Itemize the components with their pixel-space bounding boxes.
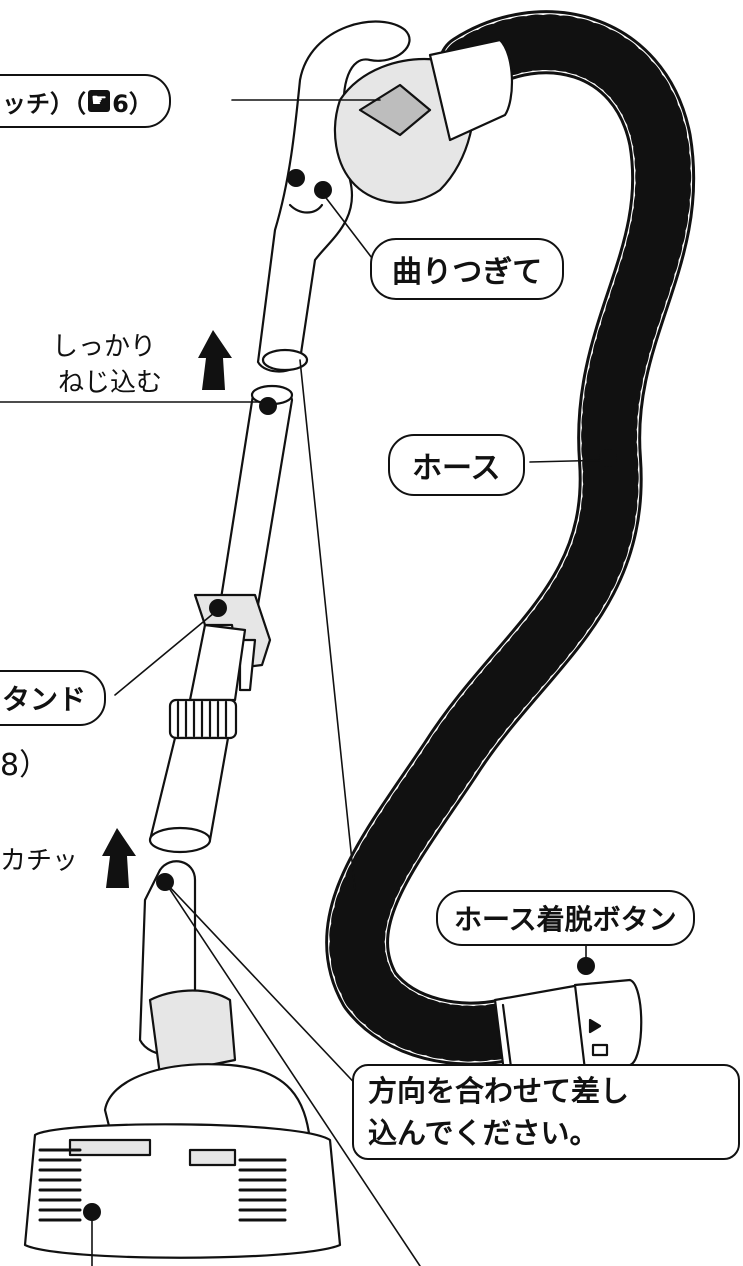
- screw-instruction-line1: しっかり: [52, 332, 157, 362]
- callout-stand-text: タンド: [2, 683, 87, 716]
- bend-joint-handle: [256, 20, 513, 373]
- callout-hose-release-text: ホース着脱ボタン: [454, 903, 677, 936]
- floor-nozzle: [23, 860, 342, 1259]
- arrow-up-icon: [198, 330, 232, 390]
- leader-lines: [0, 99, 613, 1266]
- insert-instruction-line2: 込んでください。: [368, 1116, 599, 1150]
- callout-bend-joint-text: 曲りつぎて: [392, 255, 543, 290]
- hose: [325, 10, 696, 1066]
- pointing-hand-icon: ☛: [88, 90, 111, 112]
- callout-hose: ホース: [388, 434, 525, 496]
- callout-hose-text: ホース: [412, 451, 501, 486]
- stand-reference: 8）: [0, 748, 50, 783]
- callout-stand: タンド: [0, 670, 107, 726]
- callout-bend-joint: 曲りつぎて: [370, 238, 565, 300]
- click-label: カチッ: [0, 846, 79, 876]
- callout-handle-ref: 6）: [112, 89, 153, 118]
- leader-dots: [83, 169, 617, 1221]
- callout-hose-release: ホース着脱ボタン: [436, 890, 695, 946]
- arrow-up-icon: [102, 828, 136, 888]
- insert-instruction-line1: 方向を合わせて差し: [368, 1074, 630, 1108]
- callout-insert-instruction: 方向を合わせて差し 込んでください。: [352, 1064, 740, 1160]
- callout-handle-text: ッチ）（: [2, 89, 86, 118]
- extension-pipe: [148, 384, 294, 854]
- callout-handle: ッチ）（ ☛ 6）: [0, 74, 171, 128]
- screw-instruction-line2: ねじ込む: [58, 368, 163, 398]
